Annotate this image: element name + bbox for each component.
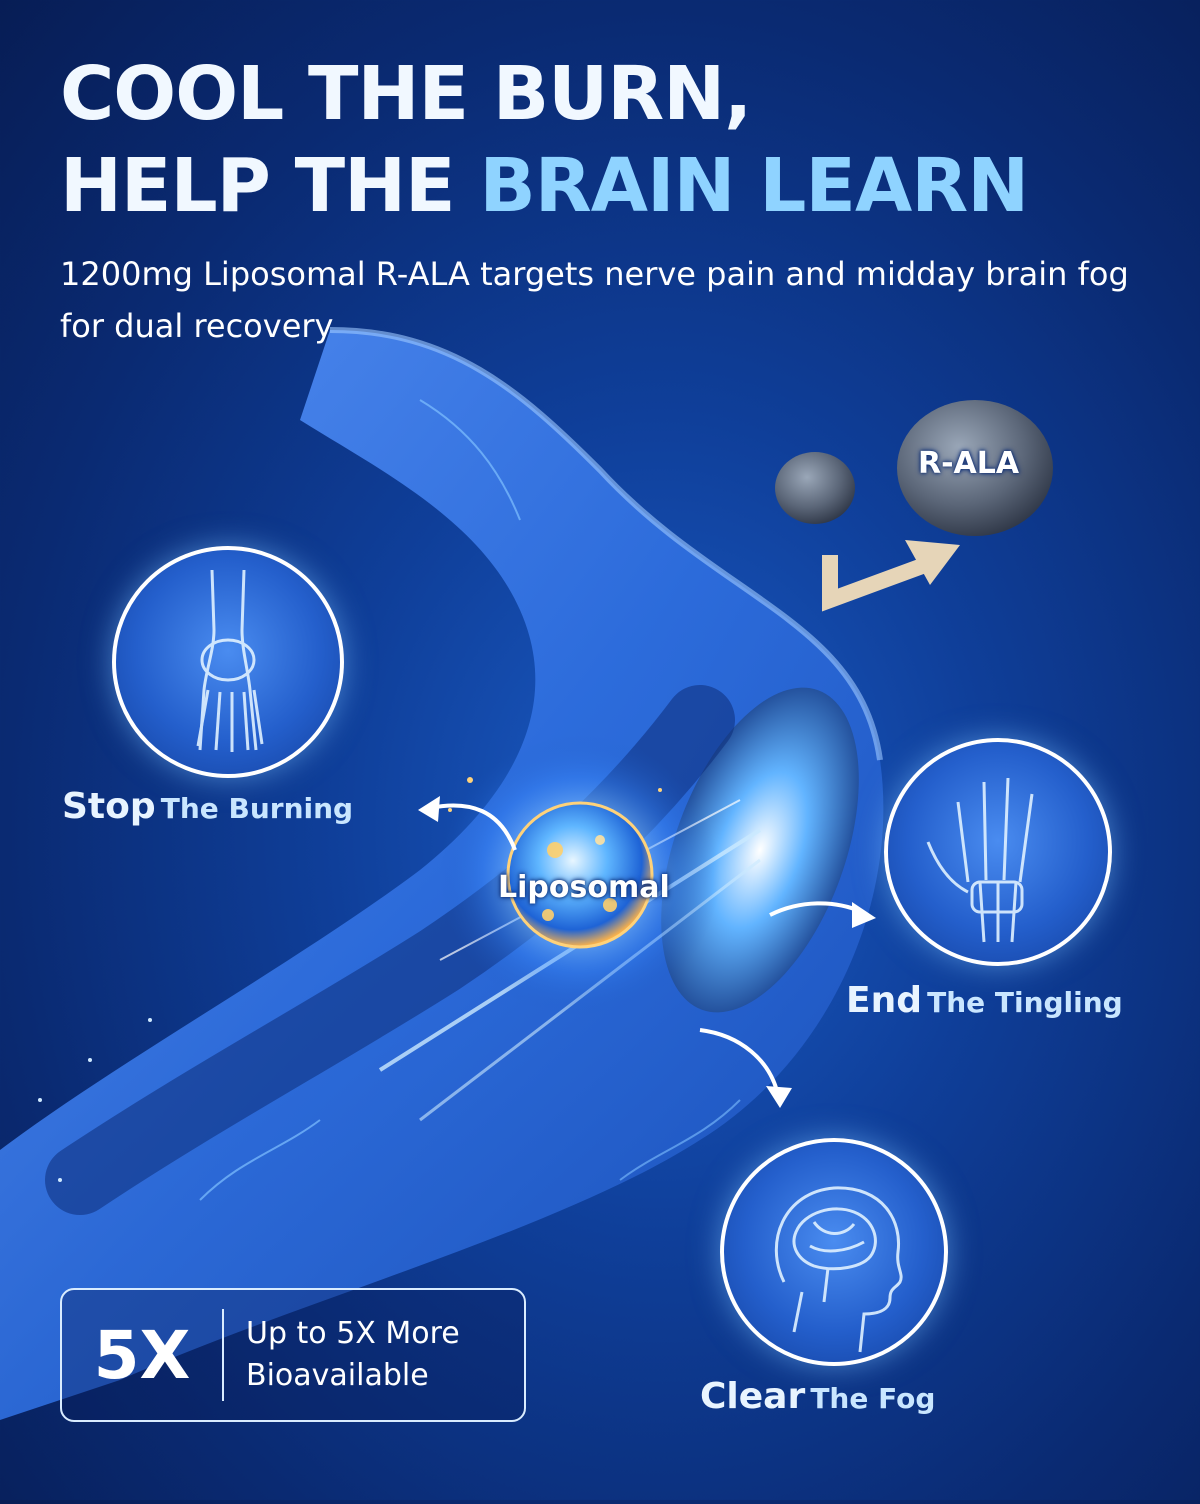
benefit-end-light: The Tingling	[927, 986, 1123, 1019]
badge-divider	[222, 1309, 224, 1401]
foot-bones-icon	[112, 546, 344, 778]
benefit-stop-burning: Stop The Burning	[62, 786, 353, 827]
benefit-end-strong: End	[846, 980, 922, 1021]
r-ala-label: R-ALA	[918, 446, 1020, 481]
benefit-clear-strong: Clear	[700, 1376, 806, 1417]
badge-description: Up to 5X More Bioavailable	[224, 1313, 516, 1397]
badge-text-line-2: Bioavailable	[246, 1358, 429, 1393]
headline-line-2-accent: BRAIN LEARN	[479, 143, 1029, 229]
large-r-ala-particle	[897, 400, 1053, 536]
brain-head-icon	[720, 1138, 948, 1366]
headline: COOL THE BURN, HELP THE BRAIN LEARN	[60, 48, 1029, 232]
headline-line-1: COOL THE BURN,	[60, 51, 752, 137]
benefit-end-tingling: End The Tingling	[846, 980, 1123, 1021]
r-ala-arrow	[822, 555, 928, 612]
headline-line-2-plain: HELP THE	[60, 143, 480, 229]
benefit-stop-light: The Burning	[160, 792, 354, 825]
subheadline: 1200mg Liposomal R-ALA targets nerve pai…	[60, 255, 1129, 345]
arrow-to-stop-burning	[429, 803, 517, 851]
liposomal-label: Liposomal	[498, 870, 670, 905]
benefit-clear-fog: Clear The Fog	[700, 1376, 935, 1417]
bioavailability-badge: 5X Up to 5X More Bioavailable	[60, 1288, 526, 1422]
small-r-ala-particle	[775, 452, 855, 524]
badge-multiplier: 5X	[93, 1316, 191, 1394]
hand-bones-icon	[884, 738, 1112, 966]
arrow-to-clear-fog	[699, 1028, 780, 1096]
benefit-stop-strong: Stop	[62, 786, 156, 827]
benefit-clear-light: The Fog	[810, 1382, 936, 1415]
badge-text-line-1: Up to 5X More	[246, 1316, 460, 1351]
